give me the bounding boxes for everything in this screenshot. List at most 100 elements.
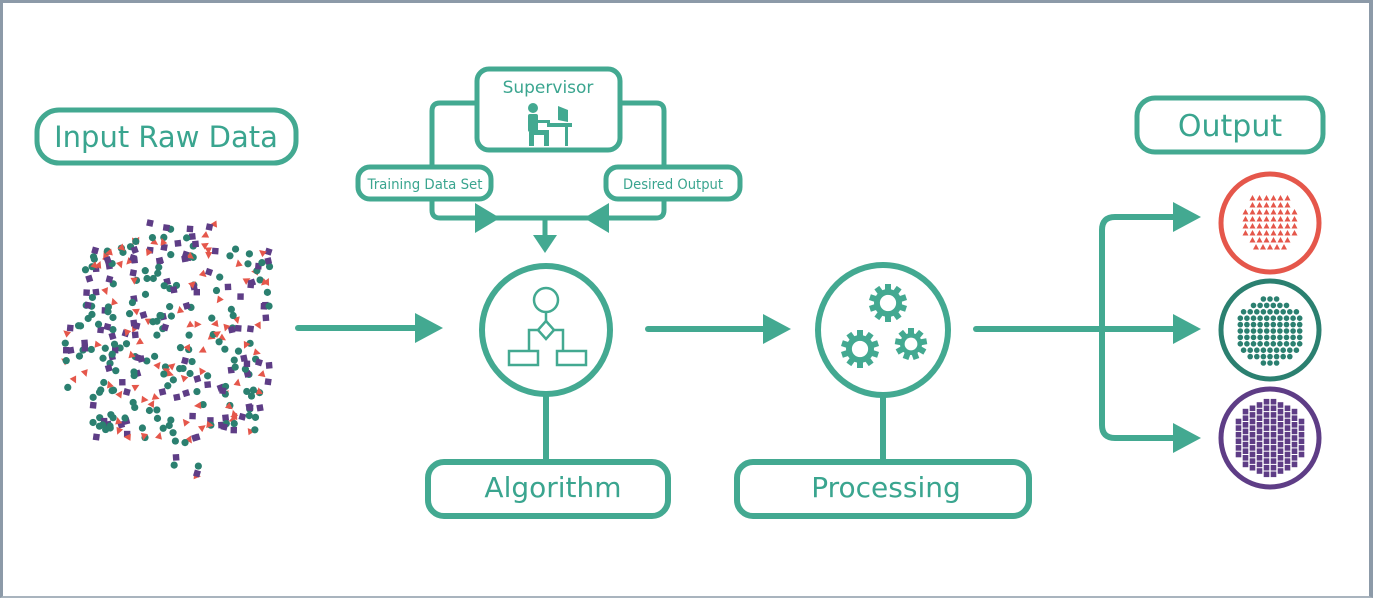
class-square <box>1298 438 1305 445</box>
class-dot <box>1287 309 1293 315</box>
data-point-circle <box>153 406 161 414</box>
data-point-circle <box>234 347 243 355</box>
square-cluster-icon <box>1235 398 1305 478</box>
class-square <box>1263 458 1270 464</box>
class-square <box>1291 422 1298 428</box>
class-dot <box>1296 341 1303 347</box>
class-square <box>1263 431 1270 438</box>
data-point-square <box>219 387 227 395</box>
data-point-square <box>189 412 196 420</box>
class-dot <box>1247 347 1253 354</box>
data-point-circle <box>75 352 84 360</box>
data-point-square <box>240 354 248 363</box>
class-dot <box>1237 328 1244 334</box>
data-point-circle <box>87 345 95 354</box>
class-square <box>1256 461 1263 468</box>
training-data-set-node: Training Data Set <box>355 164 494 202</box>
data-point-square <box>246 325 255 333</box>
data-point-circle <box>231 363 239 371</box>
data-point-triangle <box>199 367 207 376</box>
class-square <box>1249 451 1256 458</box>
class-dot <box>1254 309 1260 315</box>
class-square <box>1277 448 1284 454</box>
flowchart-icon <box>507 286 588 367</box>
class-dot <box>1263 341 1270 347</box>
data-point-triangle <box>259 249 267 258</box>
class-triangle <box>1281 244 1287 250</box>
class-triangle <box>1256 209 1263 215</box>
data-point-circle <box>143 357 151 365</box>
class-dot <box>1273 360 1280 366</box>
class-triangle <box>1277 230 1284 236</box>
data-point-triangle <box>231 409 239 418</box>
class-triangle <box>1260 244 1266 250</box>
class-dot <box>1240 309 1247 315</box>
class-triangle <box>1263 223 1270 229</box>
class-triangle <box>1242 230 1249 236</box>
class-dot <box>1244 328 1250 334</box>
data-point-square <box>67 346 75 355</box>
class-dot <box>1273 353 1280 360</box>
data-point-triangle <box>180 374 189 383</box>
data-point-square <box>246 404 254 412</box>
desired-arrow-head <box>584 203 609 233</box>
data-point-square <box>173 393 181 401</box>
data-point-circle <box>164 382 172 390</box>
class-dot <box>1250 341 1257 347</box>
class-square <box>1277 415 1284 421</box>
class-dot <box>1244 341 1250 347</box>
class-square <box>1256 435 1263 441</box>
class-dot <box>1270 341 1277 347</box>
supervisor-loop <box>429 100 667 253</box>
class-square <box>1256 422 1263 428</box>
data-point-square <box>91 246 100 255</box>
data-point-square <box>123 430 131 438</box>
class-dot <box>1290 315 1296 322</box>
class-square <box>1270 451 1277 458</box>
class-triangle <box>1270 202 1277 208</box>
class-square <box>1249 445 1256 451</box>
data-point-square <box>156 256 165 265</box>
data-point-square <box>134 354 143 362</box>
class-dot <box>1267 360 1273 366</box>
data-point-circle <box>151 352 159 360</box>
data-point-square <box>193 289 201 296</box>
class-dot <box>1283 315 1290 322</box>
algorithm-label: Algorithm <box>484 471 621 504</box>
class-triangle <box>1284 209 1291 215</box>
data-point-square <box>174 239 182 247</box>
class-dot <box>1260 353 1267 360</box>
class-square <box>1270 464 1277 471</box>
input-raw-data-label: Input Raw Data <box>54 120 278 154</box>
input-raw-data-node: Input Raw Data <box>34 107 299 166</box>
class-triangle <box>1277 216 1284 222</box>
class-square <box>1284 431 1291 438</box>
data-point-circle <box>148 234 157 242</box>
data-point-circle <box>110 340 119 348</box>
data-point-triangle <box>177 305 185 314</box>
class-square <box>1235 431 1242 438</box>
data-point-circle <box>231 245 240 253</box>
data-point-circle <box>251 413 260 421</box>
class-dot <box>1250 321 1257 328</box>
data-point-triangle <box>183 343 191 352</box>
class-dot <box>1237 321 1244 328</box>
data-point-square <box>103 255 112 265</box>
data-point-triangle <box>141 395 149 403</box>
raw-data-scatter <box>61 219 274 480</box>
class-triangle <box>1242 216 1249 222</box>
data-point-square <box>207 417 214 424</box>
class-triangle <box>1270 223 1277 229</box>
data-point-square <box>238 412 247 421</box>
data-point-circle <box>141 267 149 275</box>
data-point-circle <box>99 354 107 362</box>
data-point-triangle <box>198 346 207 353</box>
class-square <box>1284 412 1291 418</box>
data-point-circle <box>153 331 161 339</box>
class-square <box>1235 438 1242 445</box>
data-point-triangle <box>123 433 131 441</box>
class-square <box>1263 405 1270 412</box>
data-point-triangle <box>201 242 209 250</box>
class-dot <box>1250 328 1257 334</box>
data-point-triangle <box>101 287 109 295</box>
